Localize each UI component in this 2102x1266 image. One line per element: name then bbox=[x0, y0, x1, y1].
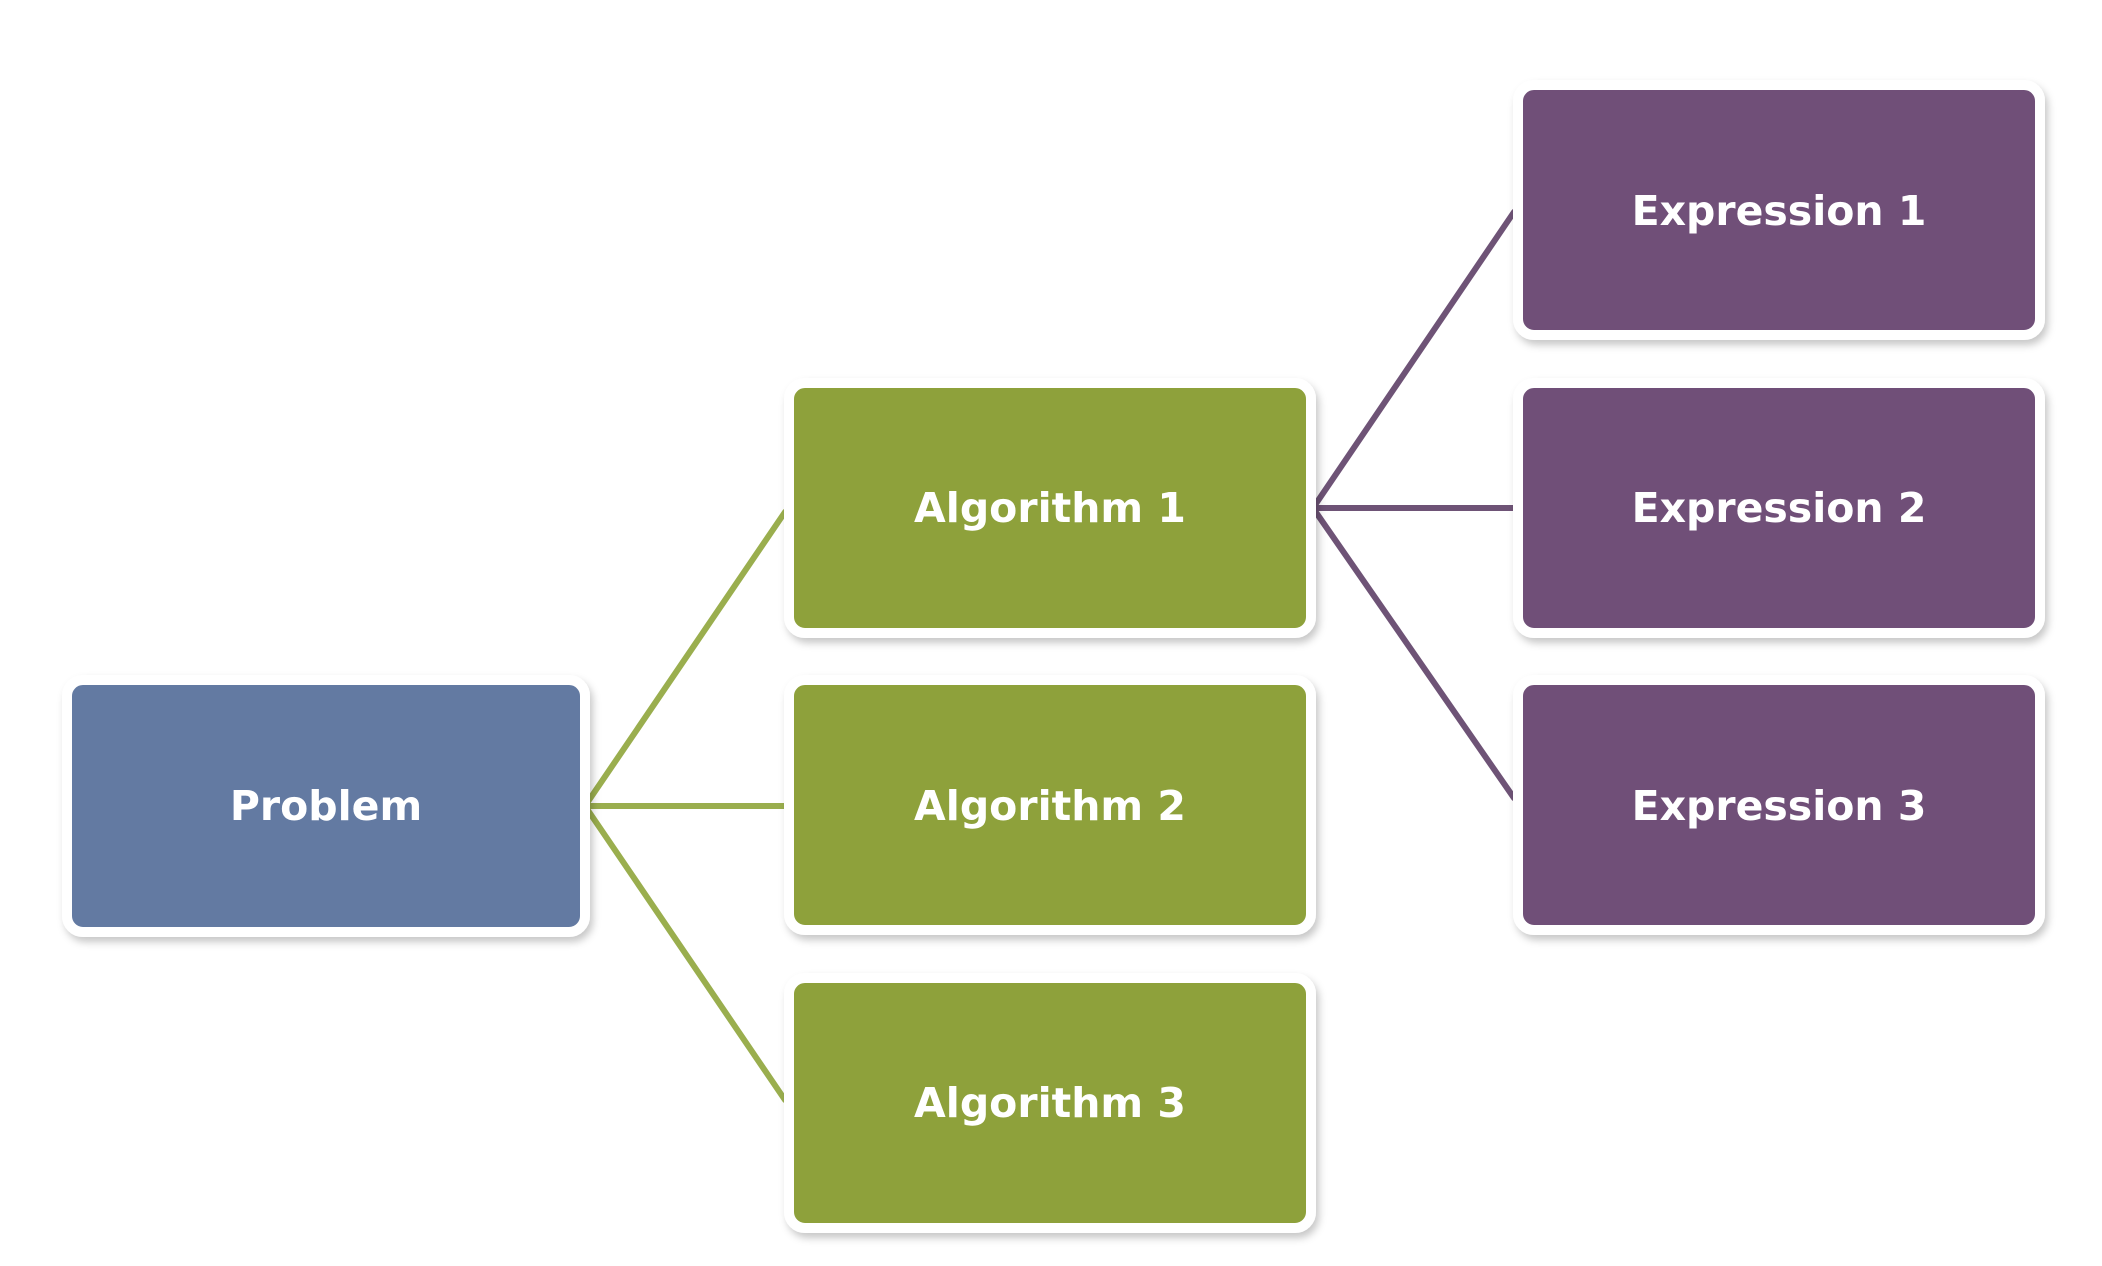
algorithm-node-3: Algorithm 3 bbox=[784, 973, 1316, 1233]
expression-node-2: Expression 2 bbox=[1513, 378, 2045, 638]
connector-problem-algorithm-3 bbox=[582, 803, 788, 1103]
algorithm-3-box bbox=[784, 973, 1316, 1233]
algorithm-to-expression-connectors bbox=[1310, 209, 1517, 801]
expression-node-1: Expression 1 bbox=[1513, 80, 2045, 340]
problem-box bbox=[62, 675, 590, 937]
connector-algorithm-1-expression-3 bbox=[1310, 505, 1517, 801]
algorithm-3-label: Algorithm 3 bbox=[914, 1079, 1186, 1127]
expression-1-label: Expression 1 bbox=[1632, 187, 1927, 235]
expression-3-label: Expression 3 bbox=[1632, 782, 1927, 830]
problem-node: Problem bbox=[62, 675, 590, 937]
algorithm-1-label: Algorithm 1 bbox=[914, 484, 1186, 532]
expression-2-box bbox=[1513, 378, 2045, 638]
connector-problem-algorithm-1 bbox=[582, 509, 788, 809]
connector-algorithm-1-expression-1 bbox=[1310, 209, 1517, 511]
expression-3-box bbox=[1513, 675, 2045, 935]
algorithm-node-1: Algorithm 1 bbox=[784, 378, 1316, 638]
algorithm-1-box bbox=[784, 378, 1316, 638]
expression-1-box bbox=[1513, 80, 2045, 340]
expression-2-label: Expression 2 bbox=[1632, 484, 1927, 532]
algorithm-2-box bbox=[784, 675, 1316, 935]
problem-label: Problem bbox=[230, 782, 422, 830]
algorithm-node-2: Algorithm 2 bbox=[784, 675, 1316, 935]
expression-node-3: Expression 3 bbox=[1513, 675, 2045, 935]
algorithm-2-label: Algorithm 2 bbox=[914, 782, 1186, 830]
problem-to-algorithm-connectors bbox=[582, 509, 788, 1103]
